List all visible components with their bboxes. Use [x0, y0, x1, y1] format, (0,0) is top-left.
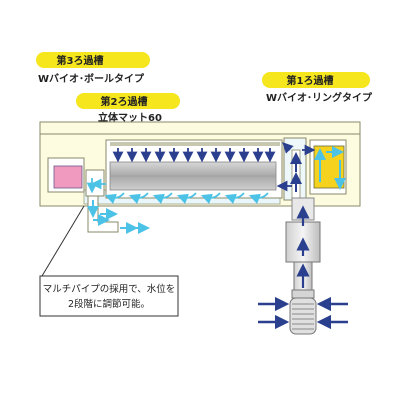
drip-plate: [110, 142, 280, 146]
outlet-box: [85, 169, 105, 197]
stage2-chamber: [105, 139, 283, 199]
strainer: [289, 297, 317, 335]
stage1-circulation-arrows: [314, 146, 346, 190]
intake-arrows: [258, 296, 348, 330]
callout-line-2: 2段階に調節可能。: [68, 298, 150, 310]
stage1-subtitle: Wバイオ･リングタイプ: [266, 91, 373, 104]
callout-leader: [41, 205, 85, 277]
stage1-tab: [262, 72, 370, 88]
callout-line-1: マルチパイプの採用で、水位を: [43, 283, 176, 295]
strainer-cap: [291, 289, 315, 299]
housing-lid: [39, 121, 361, 135]
outlet-flow-arrows: [87, 200, 150, 234]
stage1-title: 第1ろ過槽: [287, 74, 334, 87]
stage3-label: 第3ろ過槽 Wバイオ･ボールタイプ: [36, 52, 150, 85]
inlet-overflow-arrow: [282, 142, 294, 154]
channel-flow-arrows: [104, 192, 269, 204]
stage3-flow-arrows: [86, 178, 106, 194]
stage3-chamber: [47, 157, 85, 193]
stage3-subtitle: Wバイオ･ボールタイプ: [38, 72, 145, 85]
stage1-label: 第1ろ過槽 Wバイオ･リングタイプ: [262, 72, 373, 104]
stage2-tab: [76, 93, 180, 109]
outlet-pipe: [87, 195, 119, 233]
stage3-tab: [36, 52, 150, 68]
stage3-title: 第3ろ過槽: [57, 54, 104, 67]
stage2-title: 第2ろ過槽: [101, 95, 148, 108]
bio-ball-media: [53, 165, 83, 189]
stage2-label: 第2ろ過槽 立体マット60: [76, 93, 180, 124]
callout-box: [39, 275, 179, 317]
drip-arrows: [112, 148, 276, 163]
strainer-slots: [292, 303, 314, 330]
stage2-subtitle: 立体マット60: [98, 111, 162, 124]
multi-pipe-callout: マルチパイプの採用で、水位を 2段階に調節可能。: [39, 205, 179, 317]
